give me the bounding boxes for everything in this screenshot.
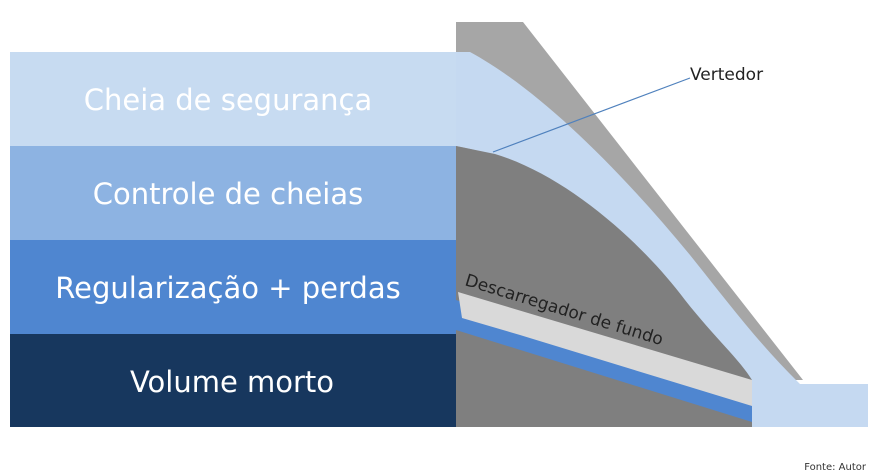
vertedor-callout-line bbox=[492, 77, 691, 153]
zone-cheia-seguranca bbox=[10, 52, 456, 146]
label-regularizacao: Regularização + perdas bbox=[55, 271, 400, 305]
label-vertedor: Vertedor bbox=[690, 65, 763, 85]
zone-controle-cheias bbox=[10, 146, 456, 240]
label-cheia-seguranca: Cheia de segurança bbox=[84, 83, 373, 117]
source-note: Fonte: Autor bbox=[804, 462, 866, 473]
label-volume-morto: Volume morto bbox=[130, 365, 334, 399]
zone-volume-morto bbox=[10, 334, 456, 427]
label-borda-livre: Borda livre bbox=[270, 11, 427, 45]
bottom-outlet-conduit bbox=[458, 292, 752, 406]
dam-core bbox=[456, 146, 752, 427]
label-controle-cheias: Controle de cheias bbox=[93, 177, 363, 211]
zone-regularizacao bbox=[10, 240, 456, 334]
spillway-flow bbox=[456, 52, 868, 427]
